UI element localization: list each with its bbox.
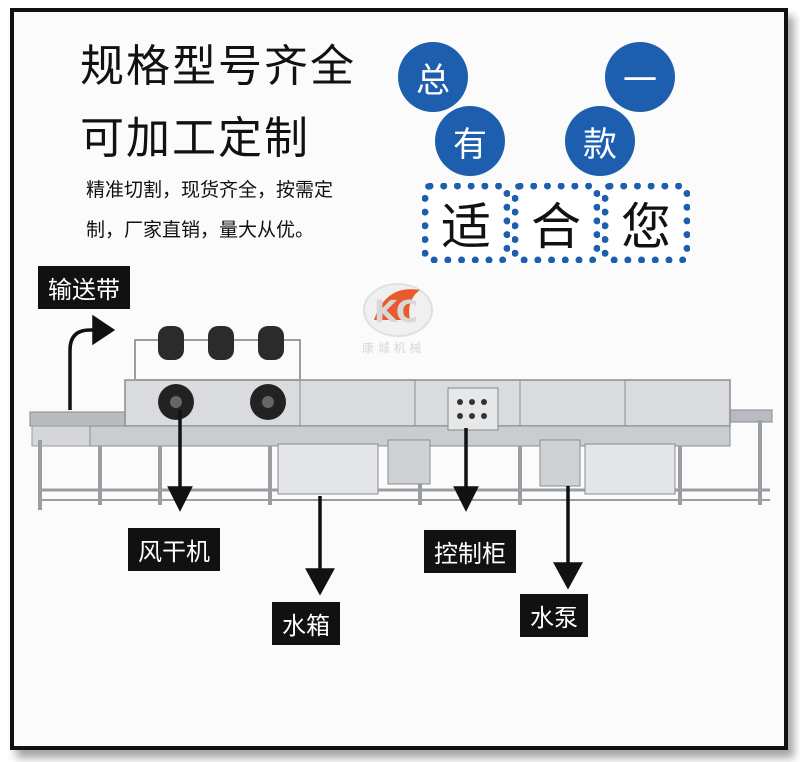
pump-housing-right xyxy=(539,439,581,487)
top-fan-units xyxy=(134,326,301,381)
label-water-pump: 水泵 xyxy=(520,594,588,637)
badge-circle-you: 有 xyxy=(435,106,505,176)
company-logo: KC 康 城 机 械 xyxy=(362,283,433,355)
headline-line-1: 规格型号齐全 xyxy=(80,41,356,92)
stamp-shi: 适 xyxy=(422,183,510,263)
label-control-cabinet: 控制柜 xyxy=(424,530,516,573)
logo-letters: KC xyxy=(374,295,418,330)
stamp-he: 合 xyxy=(512,183,600,263)
water-tank-left xyxy=(277,443,379,495)
pump-housing-left xyxy=(387,439,431,485)
control-cabinet-panel xyxy=(447,387,499,431)
headline-line-2: 可加工定制 xyxy=(80,113,310,164)
label-conveyor: 输送带 xyxy=(38,266,130,309)
badge-circle-kuan: 款 xyxy=(565,106,635,176)
stamp-nin: 您 xyxy=(602,183,690,263)
logo-caption: 康 城 机 械 xyxy=(362,340,421,355)
badge-circle-zong: 总 xyxy=(398,42,468,112)
conveyor-rail-left xyxy=(29,411,131,427)
machine-hood xyxy=(124,379,731,427)
air-dryer-fan-1 xyxy=(158,384,194,420)
badge-circle-yi: 一 xyxy=(605,42,675,112)
water-tank-right xyxy=(584,443,676,495)
description-line-1: 精准切割，现货齐全，按需定 xyxy=(86,179,334,201)
air-dryer-fan-2 xyxy=(250,384,286,420)
label-air-dryer: 风干机 xyxy=(128,528,220,571)
label-water-tank: 水箱 xyxy=(272,602,340,645)
description-line-2: 制，厂家直销，量大从优。 xyxy=(86,219,315,241)
